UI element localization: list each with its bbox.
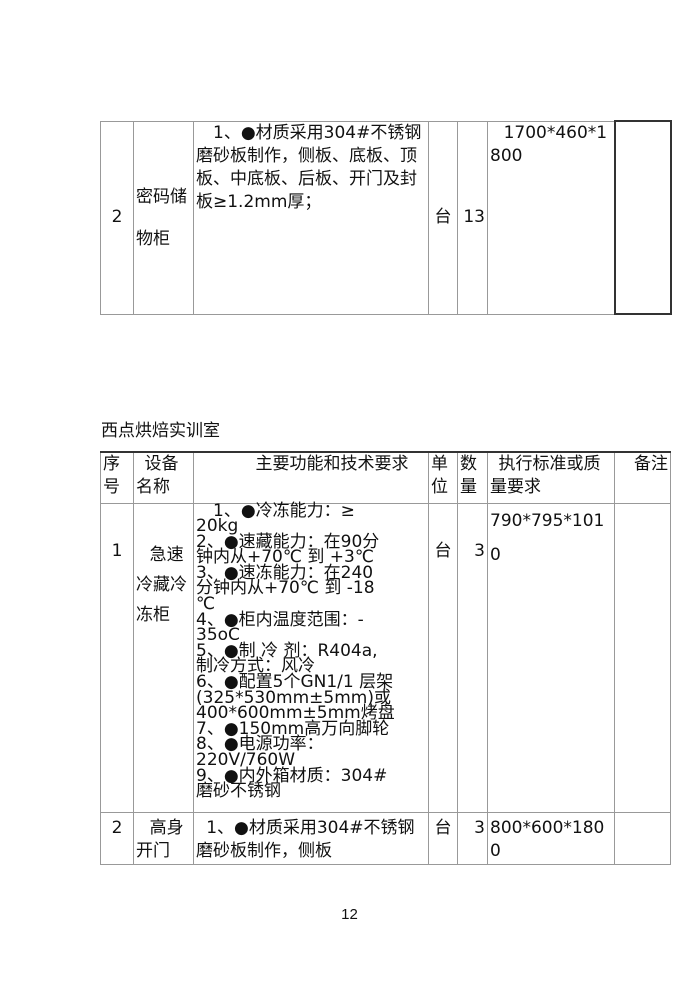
spec-line: 4、●柜内温度范围：-: [196, 609, 364, 630]
standard: 790*795*1010: [487, 502, 615, 813]
spec-line: 220V/760W: [196, 750, 296, 770]
note: [613, 120, 672, 315]
row-number: 1: [100, 502, 134, 813]
spec-line: 400*600mm±5mm烤盘: [196, 703, 395, 724]
spec-line: ℃: [196, 594, 216, 615]
spec-text: 1、●材质采用304#不锈钢磨砂板制作，侧板、底板、顶板、中底板、后板、开门及封…: [193, 120, 429, 315]
header-qty: 数量: [457, 451, 488, 504]
standard: 800*600*1800: [487, 811, 615, 865]
unit: 台: [428, 811, 458, 865]
spec-line: 3、●速冻能力：在240: [196, 562, 374, 583]
table-row: 2 高身开门 1、●材质采用304#不锈钢磨砂板制作，侧板 台 3 800*60…: [100, 811, 671, 865]
unit: 台: [428, 120, 458, 315]
header-spec: 主要功能和技术要求: [193, 451, 429, 504]
note: [614, 811, 671, 865]
equipment-table: 序号 设备名称 主要功能和技术要求 单位 数量 执行标准或质量要求 备注 1 急…: [100, 451, 671, 865]
spec-line: 5、●制 冷 剂：R404a,: [196, 640, 378, 661]
spec-line: 分钟内从+70℃ 到 -18: [196, 578, 375, 599]
unit: 台: [428, 502, 458, 813]
table-row: 2 密码储物柜 1、●材质采用304#不锈钢磨砂板制作，侧板、底板、顶板、中底板…: [100, 120, 672, 315]
header-name: 设备名称: [133, 451, 194, 504]
page-number: 12: [341, 906, 358, 923]
spec-line: 6、●配置5个GN1/1 层架: [196, 672, 394, 693]
spec-line: 35oC: [196, 625, 240, 646]
spec-line: 2、●速藏能力：在90分: [196, 531, 380, 552]
equipment-name: 高身开门: [133, 811, 194, 865]
equipment-name: 急速冷藏冷冻柜: [133, 502, 194, 813]
header-standard: 执行标准或质量要求: [487, 451, 615, 504]
quantity: 13: [457, 120, 488, 315]
header-note: 备注: [614, 451, 671, 504]
quantity: 3: [457, 811, 488, 865]
quantity: 3: [457, 502, 488, 813]
equipment-name: 密码储物柜: [133, 120, 194, 315]
spec-line: 20kg: [196, 516, 239, 537]
spec-line: 1、●冷冻能力：≥: [213, 500, 355, 521]
equipment-table-continued: 2 密码储物柜 1、●材质采用304#不锈钢磨砂板制作，侧板、底板、顶板、中底板…: [100, 120, 672, 315]
spec-text: 1、●材质采用304#不锈钢磨砂板制作，侧板: [193, 811, 429, 865]
section-title: 西点烘焙实训室: [101, 421, 220, 441]
header-row: 序号 设备名称 主要功能和技术要求 单位 数量 执行标准或质量要求 备注: [100, 451, 671, 504]
spec-line: 8、●电源功率：: [196, 734, 324, 755]
header-no: 序号: [100, 451, 134, 504]
row-number: 2: [100, 811, 134, 865]
spec-line: 9、●内外箱材质：304#: [196, 765, 388, 786]
spec-line: 7、●150mm高万向脚轮: [196, 718, 390, 739]
spec-line: (325*530mm±5mm)或: [196, 687, 391, 708]
spec-line: 制冷方式：风冷: [196, 656, 315, 677]
note: [614, 502, 671, 813]
spec-line: 磨砂不锈钢: [196, 781, 281, 802]
spec-line: 钟内从+70℃ 到 +3℃: [196, 547, 374, 568]
standard: 1700*460*1800: [487, 120, 615, 315]
row-number: 2: [100, 120, 134, 315]
header-unit: 单位: [428, 451, 458, 504]
